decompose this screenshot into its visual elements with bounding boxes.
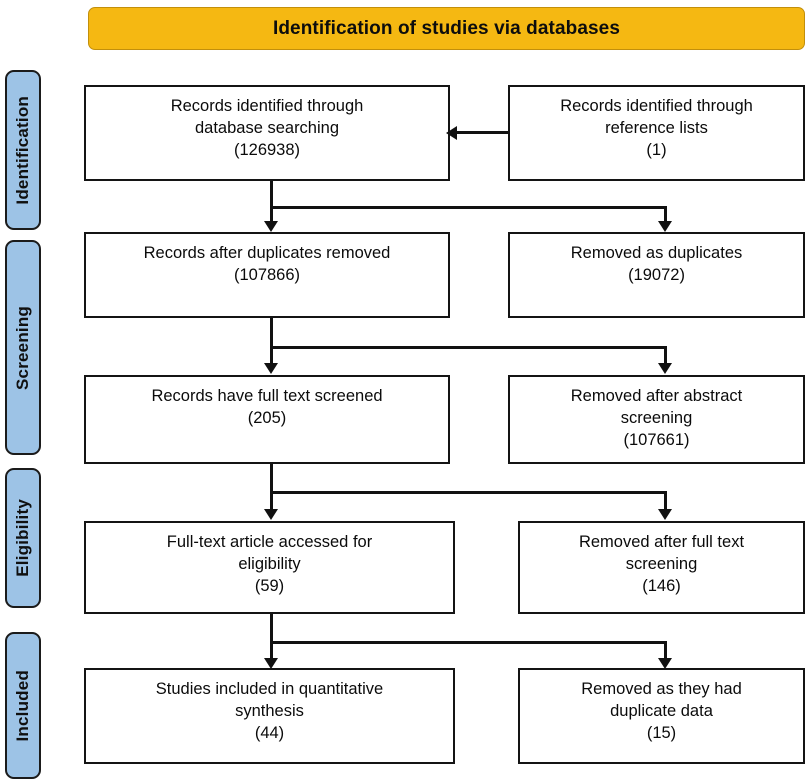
connector-3-stem <box>270 464 273 516</box>
connector-4-right-arrowhead <box>658 658 672 669</box>
diagram-title-banner: Identification of studies via databases <box>88 7 805 50</box>
node-fulltext-eligibility: Full-text article accessed for eligibili… <box>84 521 455 614</box>
node-line-3: (126938) <box>233 140 301 159</box>
node-line-2: synthesis <box>235 701 304 720</box>
node-removed-as-duplicates: Removed as duplicates (19072) <box>508 232 805 318</box>
connector-1-right-drop <box>664 206 667 228</box>
connector-4-left-arrowhead <box>264 658 278 669</box>
node-line-1: Records have full text screened <box>151 387 383 405</box>
node-line-1: Records identified through <box>170 97 364 115</box>
diagram-title: Identification of studies via databases <box>272 17 621 39</box>
connector-3-right-drop <box>664 491 667 516</box>
phase-tab-included: Included <box>5 632 41 779</box>
connector-1-branch <box>270 206 667 209</box>
connector-3-left-arrowhead <box>264 509 278 520</box>
node-removed-duplicate-data: Removed as they had duplicate data (15) <box>518 668 805 764</box>
node-line-2: screening <box>625 554 698 573</box>
connector-2-right-drop <box>664 346 667 370</box>
connector-1-stem <box>270 181 273 228</box>
connector-1-left-arrowhead <box>264 221 278 232</box>
connector-4-right-drop <box>664 641 667 666</box>
connector-2-right-arrowhead <box>658 363 672 374</box>
node-records-identified-reference: Records identified through reference lis… <box>508 85 805 181</box>
node-line-1: Records after duplicates removed <box>143 244 391 262</box>
node-line-2: reference lists <box>605 118 708 137</box>
node-studies-included-synthesis: Studies included in quantitative synthes… <box>84 668 455 764</box>
node-line-2: (205) <box>247 408 287 427</box>
node-line-2: (107866) <box>233 265 301 284</box>
node-removed-after-abstract: Removed after abstract screening (107661… <box>508 375 805 464</box>
phase-tab-identification: Identification <box>5 70 41 230</box>
connector-3-right-arrowhead <box>658 509 672 520</box>
node-line-3: (146) <box>642 576 681 595</box>
node-line-1: Removed after abstract <box>570 387 743 405</box>
node-line-1: Removed after full text <box>578 533 745 551</box>
node-line-1: Removed as duplicates <box>570 244 743 262</box>
node-line-1: Full-text article accessed for <box>166 533 373 551</box>
node-records-after-duplicates: Records after duplicates removed (107866… <box>84 232 450 318</box>
phase-tab-screening: Screening <box>5 240 41 455</box>
phase-label-included: Included <box>13 669 32 742</box>
phase-label-identification: Identification <box>13 95 32 205</box>
node-line-3: (107661) <box>623 430 690 449</box>
connector-ref-to-db-line <box>456 131 508 134</box>
connector-2-left-arrowhead <box>264 363 278 374</box>
node-line-1: Removed as they had <box>581 680 742 698</box>
node-line-2: (19072) <box>628 265 685 284</box>
node-line-2: duplicate data <box>610 701 713 720</box>
connector-1-right-arrowhead <box>658 221 672 232</box>
node-line-2: screening <box>620 408 693 427</box>
node-line-3: (1) <box>646 140 667 159</box>
node-line-1: Studies included in quantitative <box>155 680 384 698</box>
phase-label-eligibility: Eligibility <box>13 499 32 577</box>
node-line-2: eligibility <box>238 554 301 573</box>
node-records-full-text-screened: Records have full text screened (205) <box>84 375 450 464</box>
node-removed-after-fulltext: Removed after full text screening (146) <box>518 521 805 614</box>
connector-3-branch <box>270 491 667 494</box>
connector-2-branch <box>270 346 667 349</box>
node-line-3: (44) <box>254 723 285 742</box>
node-line-2: database searching <box>194 118 340 137</box>
connector-4-branch <box>270 641 667 644</box>
phase-tab-eligibility: Eligibility <box>5 468 41 608</box>
connector-4-stem <box>270 614 273 666</box>
connector-ref-to-db-arrowhead <box>446 126 457 140</box>
connector-2-stem <box>270 318 273 370</box>
phase-label-screening: Screening <box>13 305 32 390</box>
node-line-3: (15) <box>646 723 677 742</box>
node-line-1: Records identified through <box>560 97 753 115</box>
node-line-3: (59) <box>254 576 285 595</box>
node-records-identified-database: Records identified through database sear… <box>84 85 450 181</box>
